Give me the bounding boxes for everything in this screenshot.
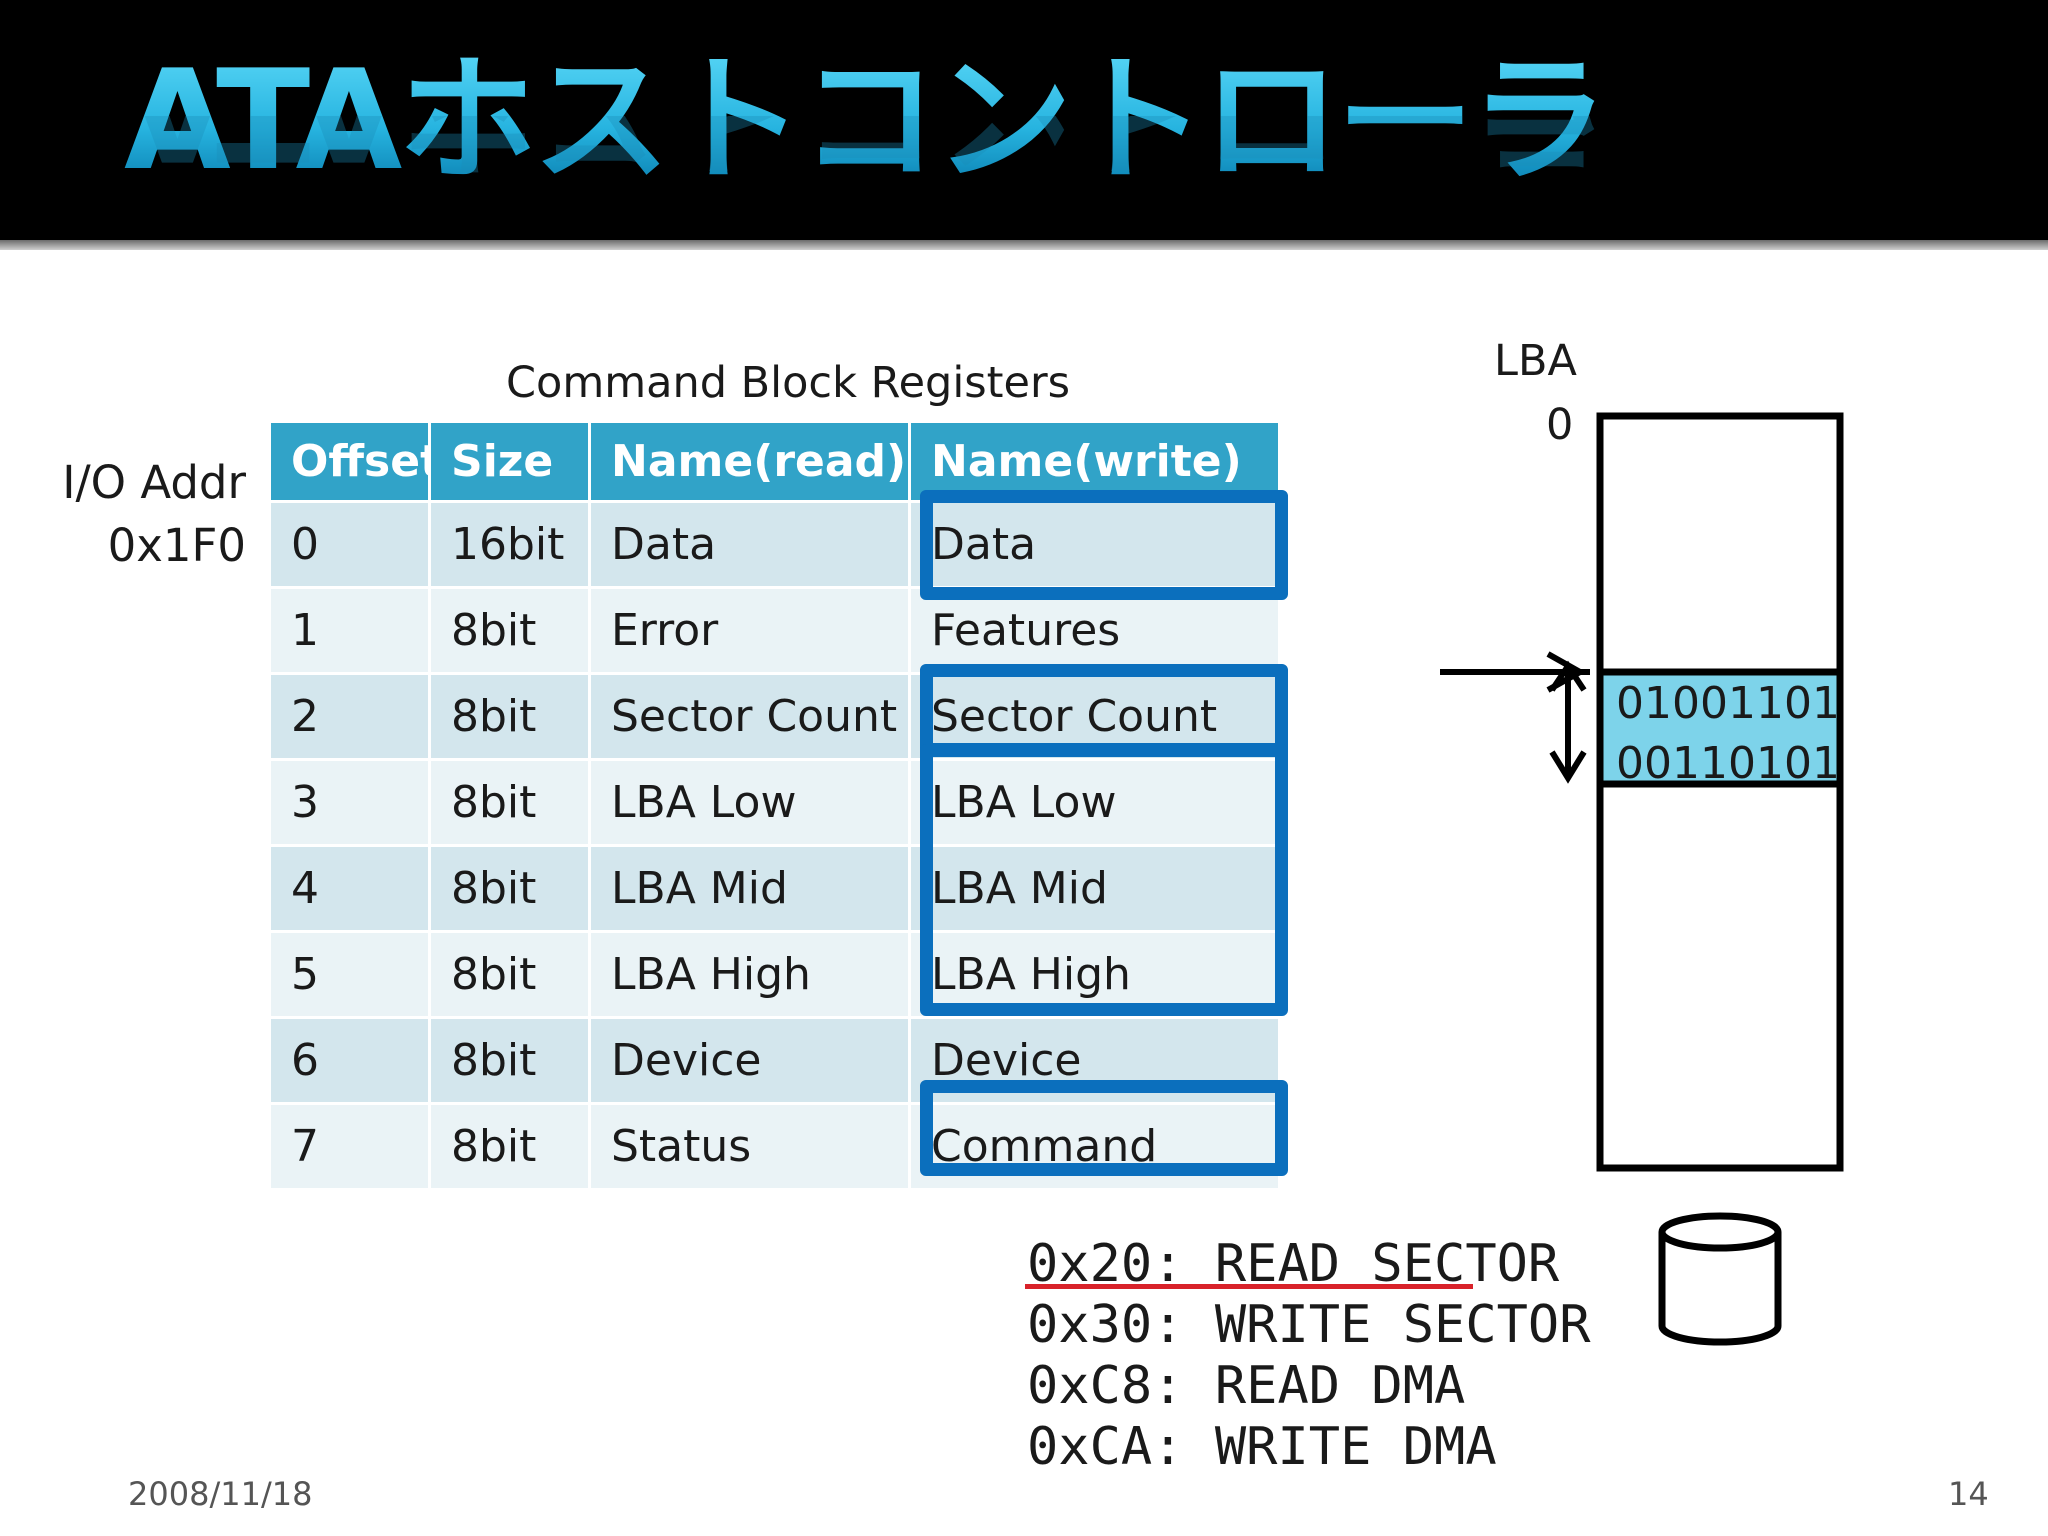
table-header-row: Offset Size Name(read) Name(write) [268,420,1281,503]
header-size: Size [428,420,591,503]
list-item: 0xCA: WRITE DMA [1027,1417,1591,1478]
header-name-write: Name(write) [908,420,1281,503]
command-code: 0x30: [1027,1295,1184,1355]
cell-name-write: Data [908,500,1281,589]
command-code: 0xCA: [1027,1417,1184,1477]
cell-name-read: Sector Count [588,672,911,761]
cell-size: 8bit [428,586,591,675]
highlight-command-register [920,1080,1288,1176]
cell-size: 16bit [428,500,591,589]
cell-name-read: Data [588,500,911,589]
cell-name-write: LBA Mid [908,844,1281,933]
selected-sector-block [1596,668,1844,788]
cell-name-read: LBA Low [588,758,911,847]
cell-name-read: Status [588,1102,911,1191]
slide-title: ATAホストコントローラ [124,40,1608,201]
cell-size: 8bit [428,930,591,1019]
cell-name-read: LBA High [588,930,911,1019]
cell-offset: 4 [268,844,431,933]
table-row: 1 8bit Error Features [268,586,1281,675]
table-row: 0 16bit Data Data [268,500,1281,589]
cell-size: 8bit [428,844,591,933]
cell-size: 8bit [428,672,591,761]
list-item: 0xC8: READ DMA [1027,1356,1591,1417]
table-caption: Command Block Registers [506,358,1071,408]
disk-sector-column [1596,412,1844,1172]
highlight-lba-registers [920,744,1288,1016]
header-name-read: Name(read) [588,420,911,503]
cell-offset: 5 [268,930,431,1019]
cell-offset: 7 [268,1102,431,1191]
command-name: WRITE SECTOR [1214,1295,1591,1355]
io-addr-label: I/O Addr [62,456,246,509]
lba-axis-label: LBA [1494,336,1577,386]
command-name: READ DMA [1214,1356,1466,1416]
cell-offset: 0 [268,500,431,589]
table-row: 3 8bit LBA Low LBA Low [268,758,1281,847]
lba-start-label: 0 [1546,400,1574,450]
footer-date: 2008/11/18 [128,1475,313,1513]
cell-name-write: Features [908,586,1281,675]
command-code: 0xC8: [1027,1356,1184,1416]
cell-offset: 6 [268,1016,431,1105]
sector-bits-2: 00110101 [1616,738,1840,789]
cell-offset: 3 [268,758,431,847]
header-offset: Offset [268,420,431,503]
cell-offset: 1 [268,586,431,675]
cell-name-read: Device [588,1016,911,1105]
cell-name-read: LBA Mid [588,844,911,933]
cell-size: 8bit [428,1102,591,1191]
read-sector-underline [1025,1284,1473,1289]
io-addr-value: 0x1F0 [107,519,246,572]
command-block-register-table: Offset Size Name(read) Name(write) 0 16b… [268,420,1281,1191]
title-divider [0,240,2048,250]
cell-size: 8bit [428,1016,591,1105]
table-row: 4 8bit LBA Mid LBA Mid [268,844,1281,933]
cell-offset: 2 [268,672,431,761]
cell-name-write: LBA Low [908,758,1281,847]
page-number: 14 [1948,1475,1989,1513]
sector-bits-1: 01001101 [1616,678,1840,729]
double-arrow-vertical-icon [1549,660,1587,784]
cell-size: 8bit [428,758,591,847]
command-name: WRITE DMA [1214,1417,1497,1477]
cylinder-disk-icon [1658,1212,1782,1346]
cell-name-read: Error [588,586,911,675]
highlight-data-register [920,490,1288,600]
title-band [0,0,2048,240]
table-row: 7 8bit Status Command [268,1102,1281,1191]
list-item: 0x30: WRITE SECTOR [1027,1295,1591,1356]
